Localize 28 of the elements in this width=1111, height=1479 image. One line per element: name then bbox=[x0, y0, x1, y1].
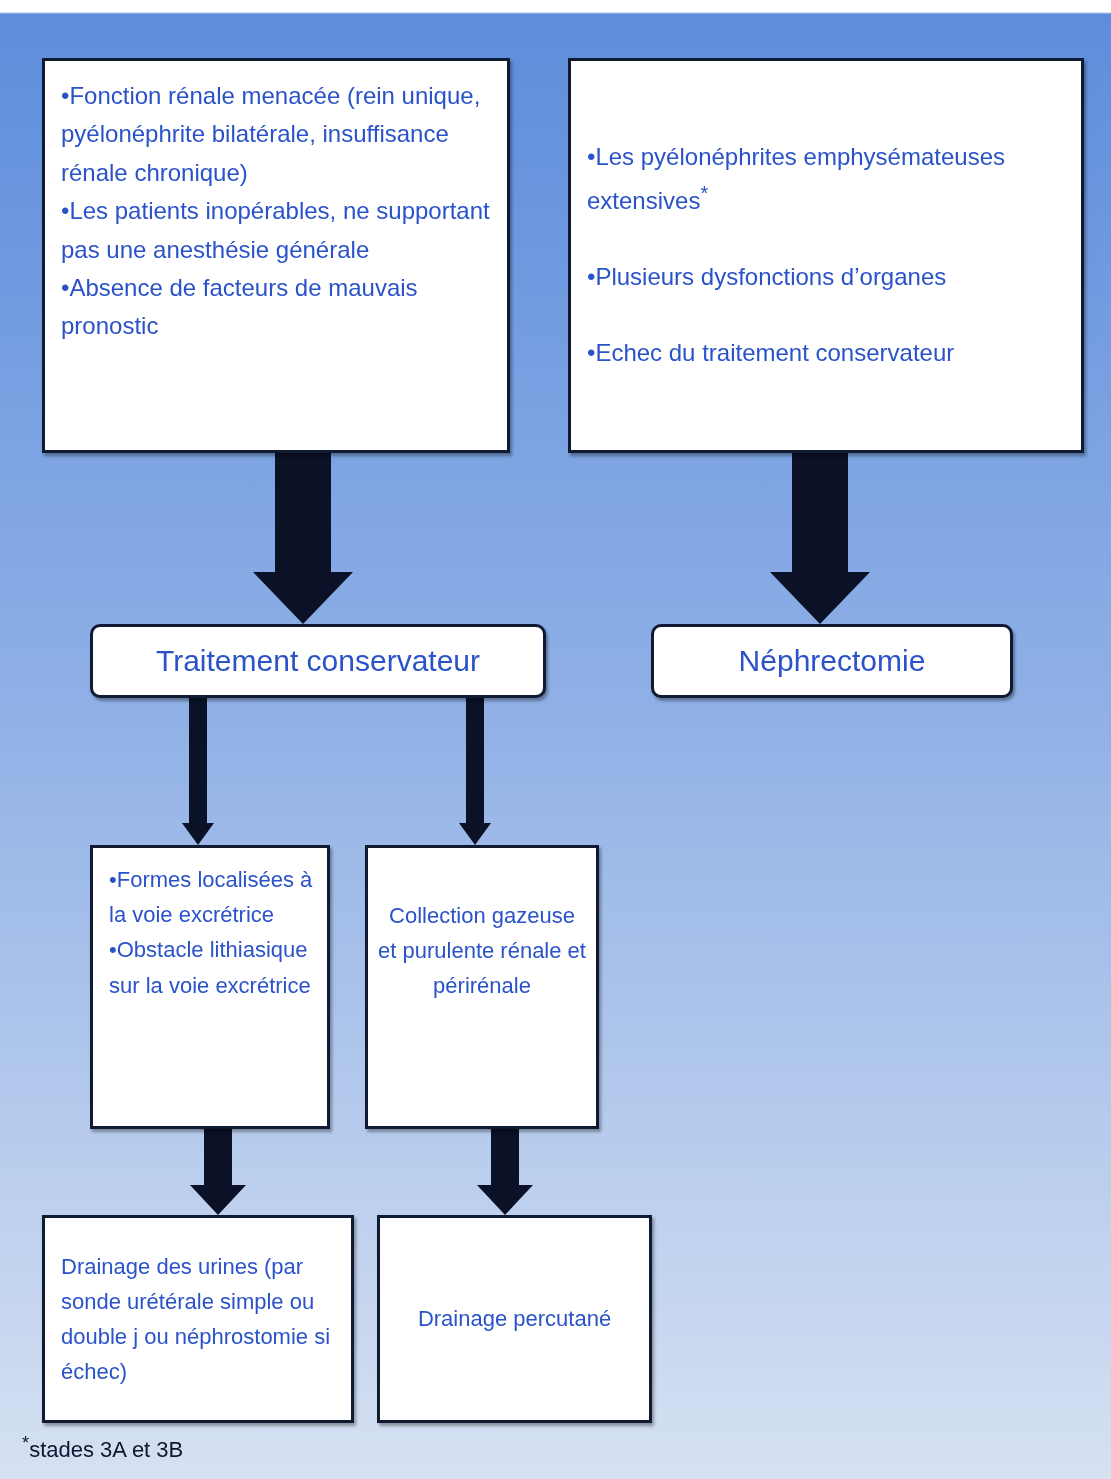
rounded-box bbox=[90, 624, 546, 698]
block-arrow bbox=[477, 1129, 533, 1215]
rounded-box bbox=[651, 624, 1013, 698]
text-box bbox=[42, 1215, 354, 1423]
box-text: •Obstacle lithiasique sur la voie excrétrice bbox=[109, 936, 312, 1000]
block-arrow bbox=[182, 698, 214, 845]
text-box bbox=[90, 845, 330, 1129]
box-text: Collection gazeuse et purulente rénale et périrénale bbox=[378, 902, 586, 1001]
text-box bbox=[568, 58, 1084, 453]
text-box bbox=[377, 1215, 652, 1423]
box-text: Drainage percutané bbox=[417, 1305, 612, 1334]
box-text: Néphrectomie bbox=[738, 643, 926, 679]
box-text: •Absence de facteurs de mauvais pronostic bbox=[61, 272, 419, 342]
block-arrow bbox=[190, 1129, 246, 1215]
box-text: Traitement conservateur bbox=[156, 643, 480, 679]
text-box bbox=[42, 58, 510, 453]
block-arrow bbox=[253, 453, 353, 624]
box-text: Drainage des urines (par sonde urétérale simple ou double j ou néphrostomie si échec) bbox=[61, 1252, 332, 1387]
block-arrow bbox=[459, 698, 491, 845]
box-text: •Fonction rénale menacée (rein unique, pyélonéphrite bilatérale, insuffisance rénale chronique) bbox=[61, 81, 482, 188]
block-arrow bbox=[770, 453, 870, 624]
text-box bbox=[365, 845, 599, 1129]
box-text: •Echec du traitement conservateur bbox=[587, 338, 956, 369]
box-text: •Formes localisées à la voie excrétrice bbox=[109, 866, 314, 930]
footnote: $^{*}$stades 3A et 3B bbox=[22, 1432, 184, 1464]
box-text: •Plusieurs dysfonctions d’organes bbox=[587, 262, 948, 292]
box-text: •Les patients inopérables, ne supportant pas une anesthésie générale bbox=[61, 196, 491, 265]
box-text: •Les pyélonéphrites emphysémateuses extensives$^{*}$ bbox=[587, 142, 1006, 216]
